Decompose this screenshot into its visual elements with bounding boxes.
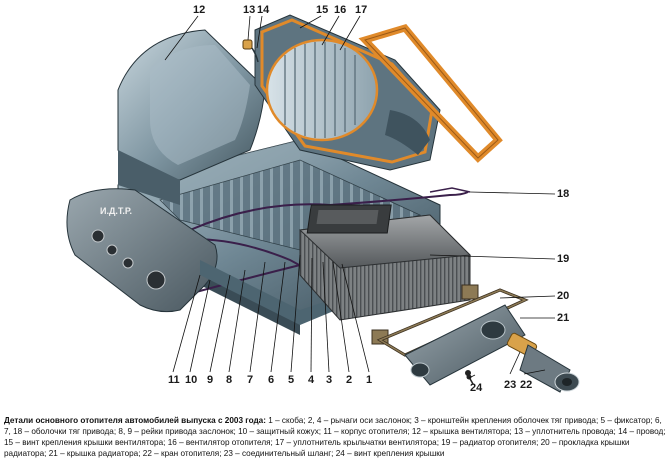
control-panel: И.Д.Т.Р. [66,188,218,313]
callout-3: 3 [326,374,333,386]
callout-7: 7 [247,374,254,386]
callout-16: 16 [334,4,347,16]
callout-4: 4 [308,374,315,386]
callout-11: 11 [168,374,180,386]
callout-8: 8 [226,374,233,386]
fan-assembly [254,14,441,171]
fasteners [466,374,474,385]
radiator-cover-gasket [376,288,529,357]
callout-21: 21 [557,312,570,324]
housing-flanges [200,260,360,325]
callout-14: 14 [257,4,270,16]
figure-caption: Детали основного отопителя автомобилей в… [4,415,666,459]
heater-radiator [298,204,479,345]
heater-valve [506,332,580,393]
caption-text: 1 – скоба; 2, 4 – рычаги оси заслонок; 3… [4,416,666,458]
fan-cover [117,29,266,205]
callout-1: 1 [366,374,373,386]
panel-logo: И.Д.Т.Р. [100,206,132,216]
leader-lines [164,15,556,379]
callout-23: 23 [504,379,517,391]
callout-22: 22 [520,379,533,391]
callout-18: 18 [557,188,570,200]
callout-10: 10 [185,374,198,386]
wire-grommet [242,39,259,63]
filter-gasket-frame [358,23,503,163]
callout-17: 17 [355,4,368,16]
callout-6: 6 [268,374,275,386]
callout-13: 13 [243,4,256,16]
radiator-cover [404,304,526,386]
callout-9: 9 [207,374,214,386]
callout-12: 12 [193,4,206,16]
callout-24: 24 [470,382,483,394]
callout-15: 15 [316,4,329,16]
caption-title: Детали основного отопителя автомобилей в… [4,416,266,425]
callout-20: 20 [557,290,570,302]
callout-19: 19 [557,253,570,265]
callout-5: 5 [288,374,295,386]
callout-2: 2 [346,374,353,386]
